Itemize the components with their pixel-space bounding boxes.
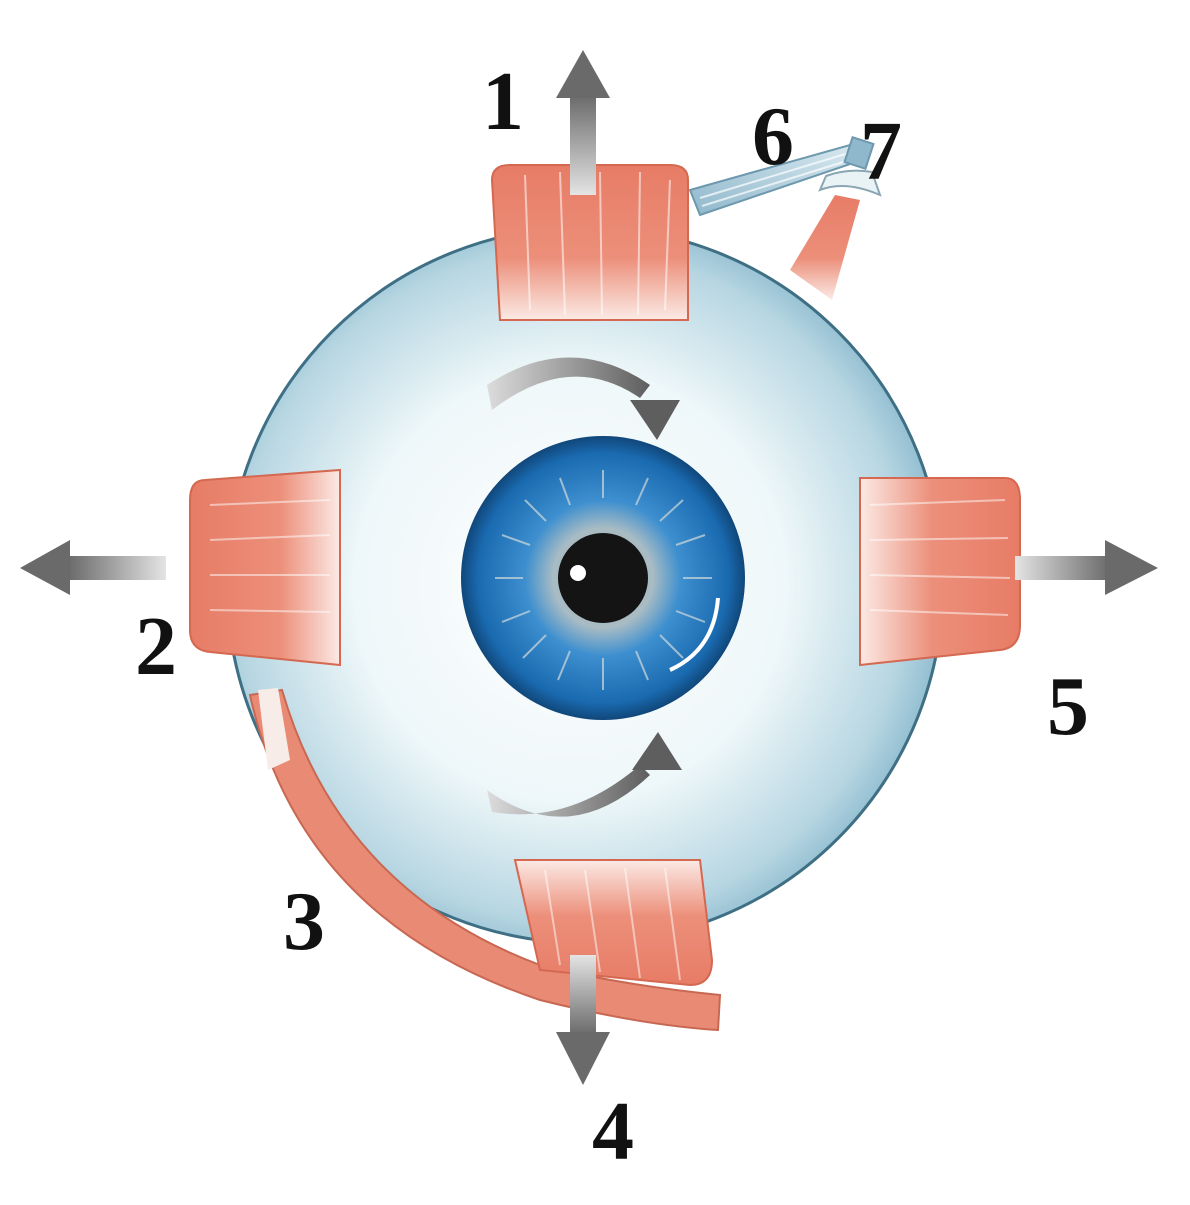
- label-2: 2: [135, 600, 177, 693]
- superior-rectus-muscle: [490, 164, 689, 321]
- label-7: 7: [860, 105, 902, 198]
- left-rectus-muscle: [189, 468, 341, 667]
- right-arrow-icon: [1015, 540, 1158, 595]
- label-1: 1: [482, 55, 524, 148]
- pupil: [558, 533, 648, 623]
- label-6: 6: [752, 90, 794, 183]
- superior-oblique-reflected-portion: [790, 195, 860, 300]
- superior-oblique-tendon: [688, 143, 864, 217]
- rotate-top-arrow-icon: [487, 357, 680, 440]
- inferior-oblique-muscle: [248, 688, 722, 1032]
- rotate-bottom-arrow-icon: [487, 732, 682, 817]
- trochlea: [818, 135, 882, 197]
- left-arrow-icon: [20, 540, 166, 595]
- cornea-highlight: [669, 597, 720, 672]
- pupil-highlight: [570, 565, 586, 581]
- label-4: 4: [592, 1085, 634, 1178]
- right-rectus-muscle: [859, 477, 1021, 667]
- label-3: 3: [283, 875, 325, 968]
- down-arrow-icon: [556, 955, 610, 1085]
- label-5: 5: [1047, 660, 1089, 753]
- inferior-rectus-muscle: [513, 859, 714, 987]
- up-arrow-icon: [556, 50, 610, 195]
